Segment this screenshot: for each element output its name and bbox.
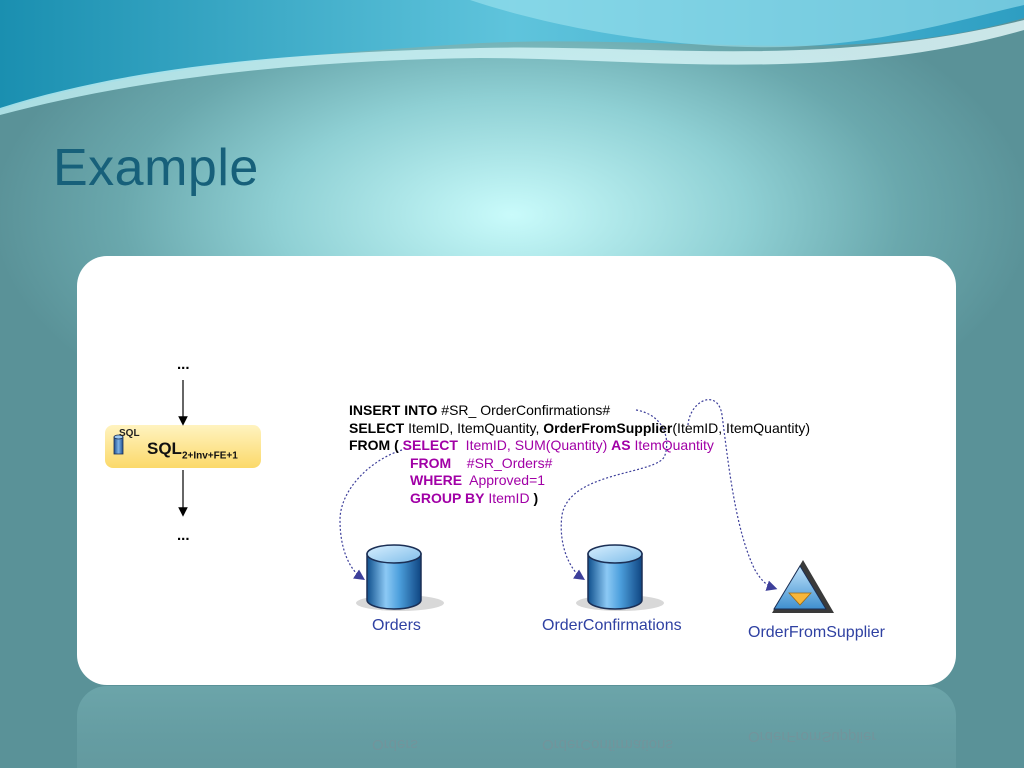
arrow-to-supplier — [687, 399, 778, 591]
sql-operator-box[interactable] — [105, 425, 261, 468]
orders-db-icon — [356, 544, 444, 611]
code-l2-b: (ItemID, ItemQuantity) — [672, 420, 811, 436]
kw-where: WHERE — [410, 472, 463, 488]
code-open-paren: ( — [390, 437, 403, 453]
arrow-to-orders — [339, 449, 403, 580]
code-line-5: WHERE Approved=1 — [410, 472, 545, 488]
kw-select: SELECT — [349, 420, 405, 436]
code-line-1: INSERT INTO #SR_ OrderConfirmations# — [349, 402, 610, 418]
kw-as: AS — [611, 437, 631, 453]
confirmations-db-icon — [576, 544, 664, 611]
code-l4-rest: #SR_Orders# — [451, 455, 553, 471]
slide-title: Example — [53, 139, 259, 197]
code-l3-tail: ItemQuantity — [630, 437, 714, 453]
sql-operator-subscript: 2+Inv+FE+1 — [181, 450, 238, 462]
confirmations-reflection: OrderConfirmations — [542, 736, 673, 753]
kw-group-by: GROUP BY — [410, 490, 485, 506]
orders-label: Orders — [372, 617, 421, 634]
code-l5-rest: Approved=1 — [462, 472, 546, 488]
code-close-paren: ) — [533, 490, 539, 506]
code-line-2: SELECT ItemID, ItemQuantity, OrderFromSu… — [349, 420, 810, 436]
header-wave — [0, 0, 1024, 115]
orders-reflection: Orders — [372, 736, 418, 753]
code-l1-rest: #SR_ OrderConfirmations# — [437, 402, 611, 418]
supplier-label: OrderFromSupplier — [748, 624, 885, 641]
kw-inner-select: SELECT — [402, 437, 458, 453]
confirmations-label: OrderConfirmations — [542, 617, 682, 634]
arrow-to-confirmations — [560, 409, 668, 580]
code-line-6: GROUP BY ItemID ) — [410, 490, 538, 506]
flow-bottom-ellipsis: ... — [177, 527, 190, 544]
kw-insert-into: INSERT INTO — [349, 402, 438, 418]
card-reflection — [77, 686, 956, 768]
supplier-reflection: OrderFromSupplier — [748, 728, 877, 745]
sql-operator-name: SQL — [147, 439, 182, 458]
kw-inner-from: FROM — [410, 455, 452, 471]
code-l3-rest: ItemID, SUM(Quantity) — [457, 437, 612, 453]
supplier-function-icon — [772, 560, 834, 613]
code-function: OrderFromSupplier — [543, 420, 673, 436]
code-line-4: FROM #SR_Orders# — [410, 455, 552, 471]
code-line-3: FROM ( SELECT ItemID, SUM(Quantity) AS I… — [349, 437, 714, 453]
code-l2-a: ItemID, ItemQuantity, — [404, 420, 544, 436]
kw-from: FROM — [349, 437, 391, 453]
sql-operator-label: SQL2+Inv+FE+1 — [147, 439, 238, 461]
sql-icon-label: SQL — [119, 428, 140, 439]
content-card — [77, 256, 956, 685]
flow-top-ellipsis: ... — [177, 356, 190, 373]
code-l6-rest: ItemID — [484, 490, 534, 506]
